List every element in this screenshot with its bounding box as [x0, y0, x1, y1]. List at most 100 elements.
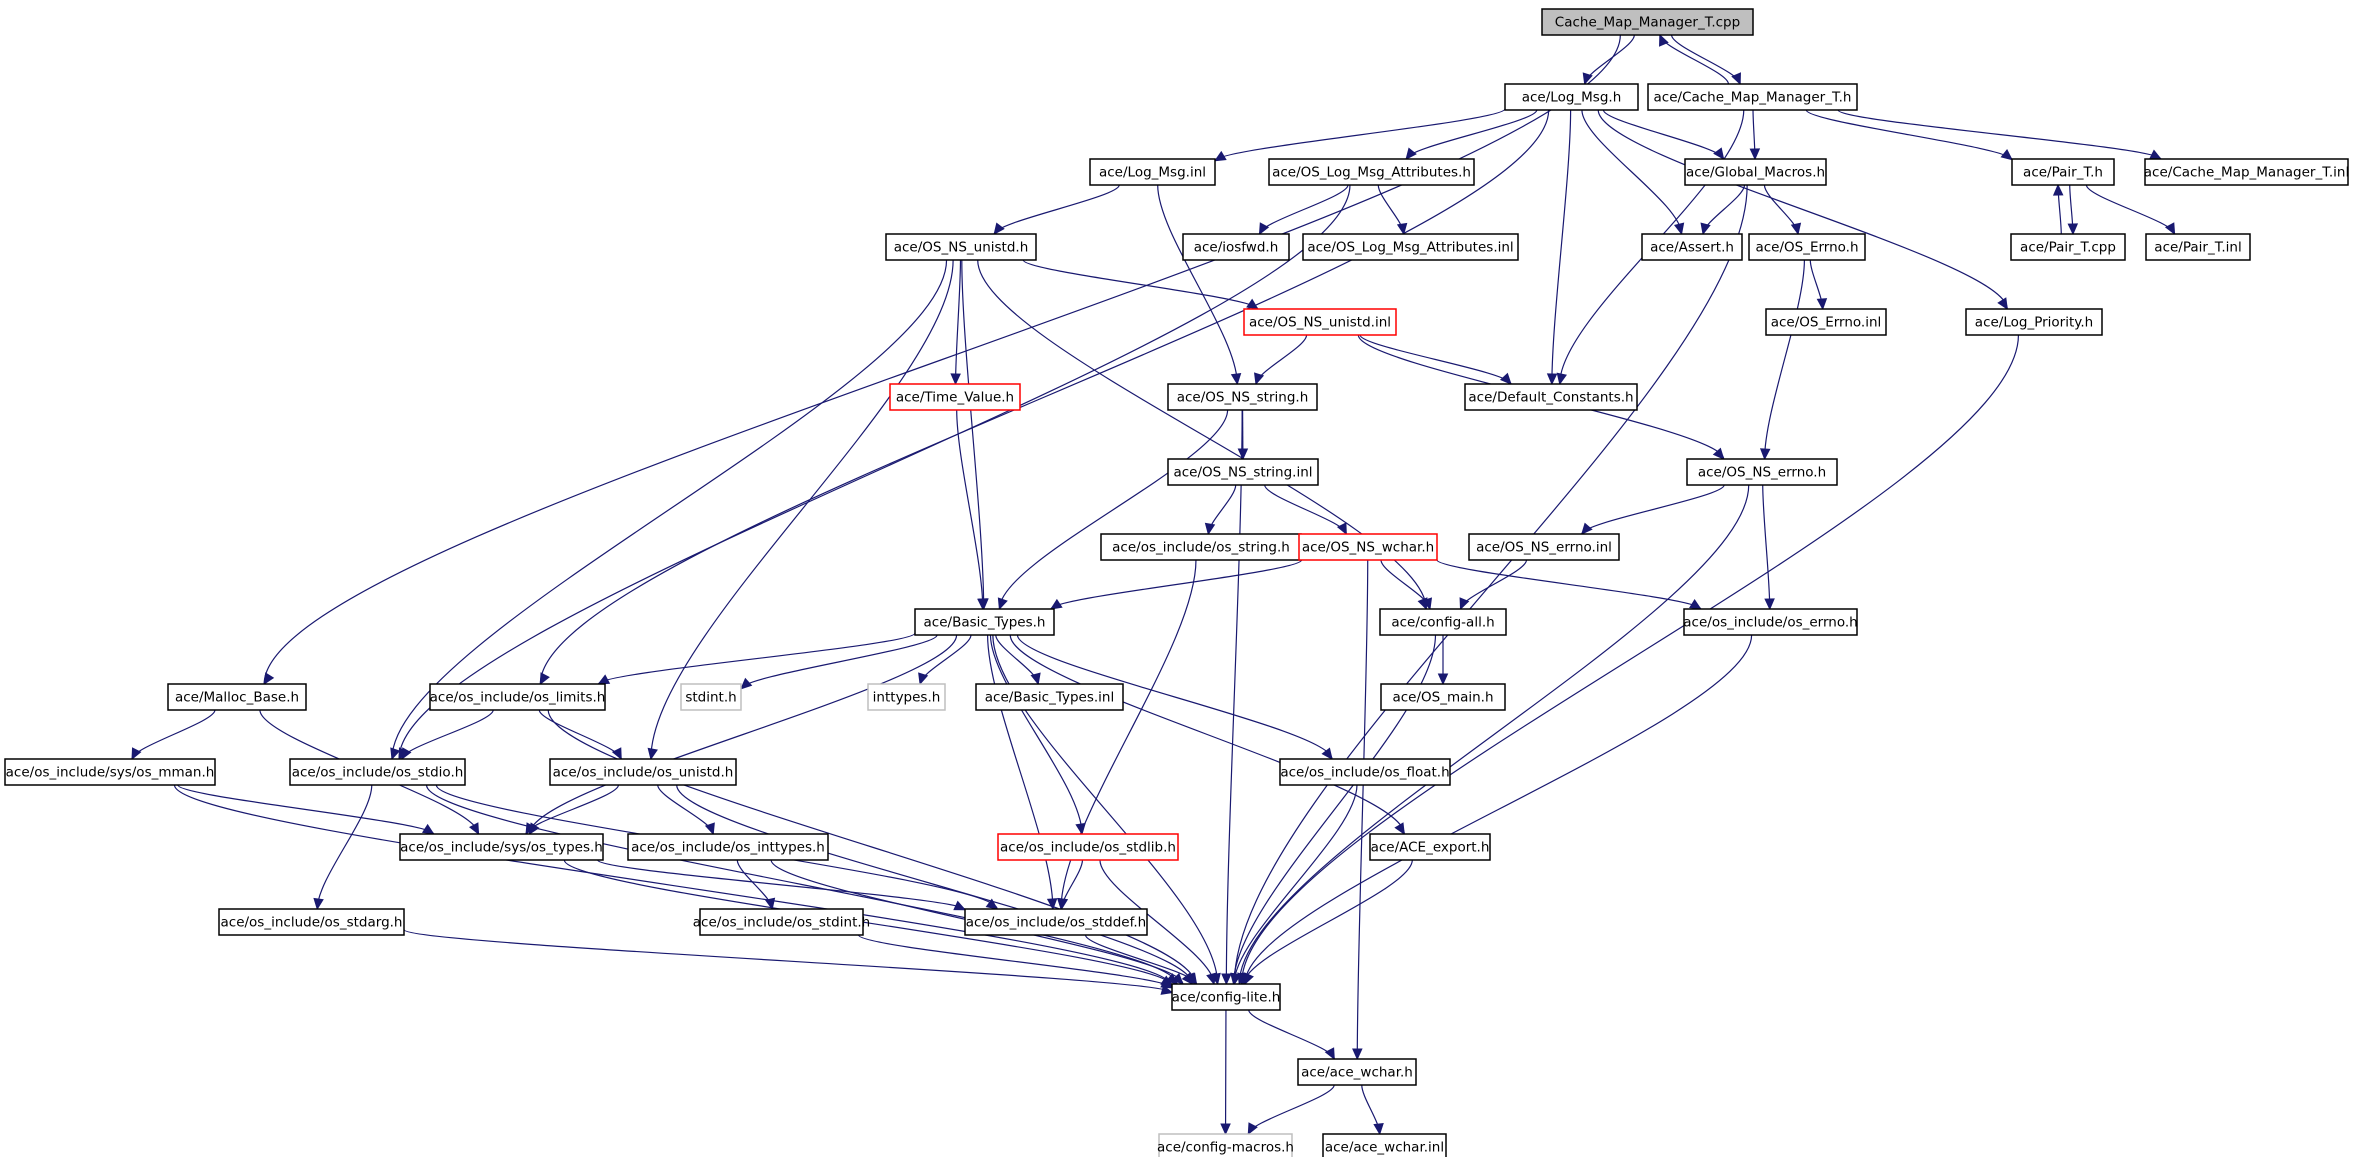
graph-node-osinc-unistd[interactable]: ace/os_include/os_unistd.h	[549, 758, 737, 786]
graph-node-log-priority[interactable]: ace/Log_Priority.h	[1965, 308, 2103, 336]
node-box	[680, 683, 742, 711]
graph-node-basic-types-h[interactable]: ace/Basic_Types.h	[914, 608, 1055, 636]
graph-node-osinc-stdlib[interactable]: ace/os_include/os_stdlib.h	[997, 833, 1179, 861]
node-box	[1380, 683, 1506, 711]
graph-node-pair-cpp[interactable]: ace/Pair_T.cpp	[2010, 233, 2126, 261]
graph-node-stdint[interactable]: stdint.h	[680, 683, 742, 711]
node-box	[549, 758, 737, 786]
edge-osinc-unistd-to-config-lite	[676, 784, 1193, 985]
edge-config-all-to-config-lite	[1232, 634, 1437, 985]
graph-node-osinc-sys-mman[interactable]: ace/os_include/sys/os_mman.h	[4, 758, 216, 786]
node-label: ace/Cache_Map_Manager_T.h	[1654, 90, 1852, 106]
graph-node-osinc-stdarg[interactable]: ace/os_include/os_stdarg.h	[218, 908, 405, 936]
edge-os-ns-unistd-h-to-osinc-unistd	[650, 259, 954, 760]
edge-arrowhead	[1171, 972, 1184, 985]
edge-os-ns-errno-h-to-osinc-errno	[1762, 484, 1771, 610]
graph-node-os-log-attr-inl[interactable]: ace/OS_Log_Msg_Attributes.inl	[1302, 233, 1519, 261]
graph-node-os-main[interactable]: ace/OS_main.h	[1380, 683, 1506, 711]
node-label: ace/Global_Macros.h	[1686, 165, 1825, 181]
graph-node-os-ns-errno-h[interactable]: ace/OS_NS_errno.h	[1686, 458, 1838, 486]
graph-node-config-lite[interactable]: ace/config-lite.h	[1171, 983, 1281, 1011]
node-label: ace/Basic_Types.h	[924, 615, 1046, 631]
edge-arrowhead	[1673, 222, 1685, 236]
edge-osinc-float-to-config-lite	[1233, 784, 1358, 985]
graph-node-ace-wchar-inl[interactable]: ace/ace_wchar.inl	[1322, 1133, 1447, 1157]
graph-node-osinc-errno[interactable]: ace/os_include/os_errno.h	[1683, 608, 1858, 636]
graph-node-assert-h[interactable]: ace/Assert.h	[1641, 233, 1743, 261]
edge-arrowhead	[997, 597, 1008, 611]
edge-log-msg-h-to-assert-h	[1581, 109, 1683, 235]
edge-osinc-stdarg-to-config-lite	[403, 929, 1173, 994]
graph-node-config-all[interactable]: ace/config-all.h	[1379, 608, 1507, 636]
edge-arrowhead	[1997, 297, 2008, 311]
edge-arrowhead	[401, 747, 412, 761]
graph-node-osinc-inttypes[interactable]: ace/os_include/os_inttypes.h	[627, 833, 829, 861]
graph-node-os-ns-unistd-inl[interactable]: ace/OS_NS_unistd.inl	[1243, 308, 1397, 336]
graph-node-os-log-attr-h[interactable]: ace/OS_Log_Msg_Attributes.h	[1268, 158, 1475, 186]
edge-arrowhead	[1580, 522, 1593, 535]
edge-osinc-limits-to-osinc-stdio	[401, 709, 494, 760]
graph-node-inttypes[interactable]: inttypes.h	[867, 683, 946, 711]
edge-osinc-stdio-to-config-lite	[425, 784, 1178, 985]
edge-arrowhead	[1246, 298, 1259, 310]
graph-node-os-ns-unistd-h[interactable]: ace/OS_NS_unistd.h	[885, 233, 1037, 261]
node-label: ace/Cache_Map_Manager_T.inl	[2144, 165, 2349, 181]
graph-node-ace-export[interactable]: ace/ACE_export.h	[1369, 833, 1491, 861]
graph-node-ace-wchar-h[interactable]: ace/ace_wchar.h	[1297, 1058, 1417, 1086]
edge-arrowhead	[131, 747, 142, 761]
graph-node-os-ns-wchar[interactable]: ace/OS_NS_wchar.h	[1298, 533, 1438, 561]
graph-node-pair-h[interactable]: ace/Pair_T.h	[2011, 158, 2115, 186]
graph-node-time-value[interactable]: ace/Time_Value.h	[889, 383, 1021, 411]
edge-arrowhead	[1749, 148, 1761, 161]
edge-arrowhead	[1396, 222, 1408, 236]
node-label: ace/Log_Msg.inl	[1099, 165, 1206, 181]
edge-arrowhead	[1352, 1048, 1363, 1061]
node-box	[1100, 533, 1302, 561]
edge-root-to-malloc-base	[263, 34, 1621, 685]
edge-arrowhead	[1336, 522, 1347, 536]
graph-node-default-constants[interactable]: ace/Default_Constants.h	[1464, 383, 1638, 411]
graph-node-malloc-base[interactable]: ace/Malloc_Base.h	[167, 683, 307, 711]
edge-arrowhead	[2000, 148, 2013, 161]
edge-basic-types-h-to-inttypes	[919, 634, 972, 685]
edge-arrowhead	[2052, 183, 2064, 196]
graph-node-osinc-stddef[interactable]: ace/os_include/os_stddef.h	[964, 908, 1148, 936]
node-box	[964, 908, 1148, 936]
node-box	[1468, 533, 1620, 561]
node-label: ace/Log_Priority.h	[1975, 315, 2093, 331]
graph-node-os-errno-inl[interactable]: ace/OS_Errno.inl	[1765, 308, 1887, 336]
edge-os-ns-unistd-h-to-basic-types-h	[961, 259, 985, 610]
node-label: ace/OS_NS_wchar.h	[1302, 540, 1434, 556]
node-box	[997, 833, 1179, 861]
graph-node-os-ns-string-h[interactable]: ace/OS_NS_string.h	[1167, 383, 1318, 411]
graph-node-config-macros[interactable]: ace/config-macros.h	[1157, 1133, 1294, 1157]
graph-node-os-errno-h[interactable]: ace/OS_Errno.h	[1748, 233, 1866, 261]
node-label: ace/os_include/os_stddef.h	[966, 915, 1146, 931]
edge-osinc-stdio-to-osinc-stdarg	[316, 784, 373, 910]
node-box	[1167, 458, 1319, 486]
edge-arrowhead	[421, 823, 435, 835]
node-box	[699, 908, 864, 936]
graph-node-osinc-string[interactable]: ace/os_include/os_string.h	[1100, 533, 1302, 561]
graph-node-iosfwd[interactable]: ace/iosfwd.h	[1182, 233, 1290, 261]
graph-node-osinc-float[interactable]: ace/os_include/os_float.h	[1279, 758, 1451, 786]
graph-node-osinc-stdio[interactable]: ace/os_include/os_stdio.h	[289, 758, 466, 786]
graph-node-osinc-sys-types[interactable]: ace/os_include/sys/os_types.h	[399, 833, 604, 861]
graph-node-log-msg-inl[interactable]: ace/Log_Msg.inl	[1089, 158, 1216, 186]
node-box	[627, 833, 829, 861]
graph-node-os-ns-string-inl[interactable]: ace/OS_NS_string.inl	[1167, 458, 1319, 486]
graph-node-log-msg-h[interactable]: ace/Log_Msg.h	[1504, 83, 1639, 111]
graph-node-osinc-stdint[interactable]: ace/os_include/os_stdint.h	[693, 908, 870, 936]
graph-node-cmm-h[interactable]: ace/Cache_Map_Manager_T.h	[1647, 83, 1858, 111]
node-box	[1182, 233, 1290, 261]
graph-node-root[interactable]: Cache_Map_Manager_T.cpp	[1541, 8, 1754, 36]
graph-node-cmm-inl[interactable]: ace/Cache_Map_Manager_T.inl	[2144, 158, 2349, 186]
graph-node-pair-inl[interactable]: ace/Pair_T.inl	[2145, 233, 2251, 261]
graph-node-os-ns-errno-inl[interactable]: ace/OS_NS_errno.inl	[1468, 533, 1620, 561]
edge-os-ns-unistd-h-to-os-ns-unistd-inl	[1022, 259, 1259, 310]
graph-node-basic-types-inl[interactable]: ace/Basic_Types.inl	[975, 683, 1124, 711]
graph-node-osinc-limits[interactable]: ace/os_include/os_limits.h	[429, 683, 606, 711]
node-box	[4, 758, 216, 786]
node-label: inttypes.h	[873, 690, 941, 706]
graph-node-global-macros[interactable]: ace/Global_Macros.h	[1684, 158, 1827, 186]
